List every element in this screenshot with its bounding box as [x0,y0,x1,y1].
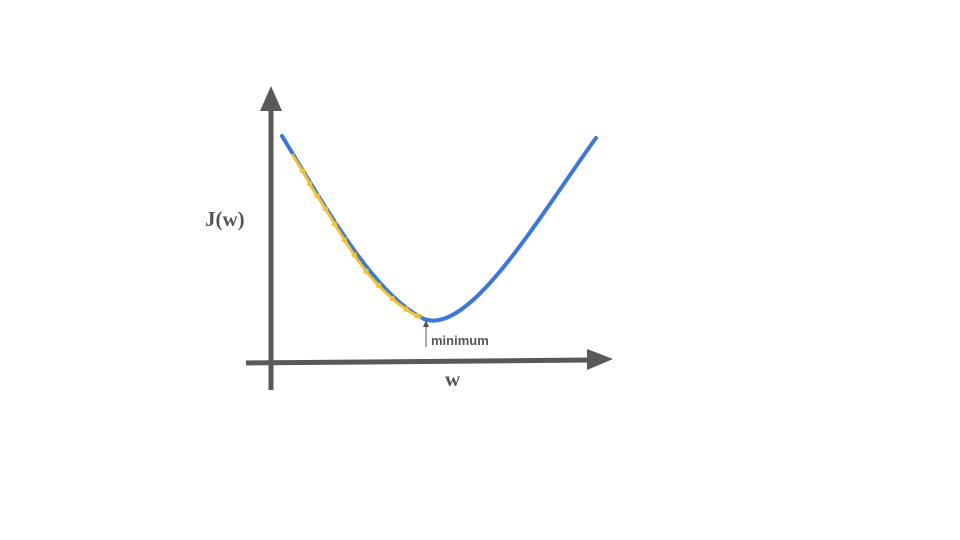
descent-step-arrow [326,212,339,229]
descent-step-arrow [335,227,349,245]
descent-step-arrow [409,310,422,320]
descent-step-arrow [318,199,330,214]
descent-step-arrow [345,243,359,260]
descent-step-arrow [310,187,322,201]
minimum-annotation: minimum [423,320,489,348]
x-axis-label: w [445,367,461,391]
descent-step-arrow [367,273,384,291]
y-axis-label: J(w) [205,207,245,231]
descent-step-arrow [380,287,398,304]
gradient-descent-steps [290,153,422,320]
descent-step-arrow [303,174,314,189]
y-axis [260,86,282,390]
descent-step-arrow [395,300,411,314]
descent-step-arrow [355,258,371,276]
y-axis-arrowhead [260,86,282,111]
descent-step-arrow [290,153,307,176]
cost-curve [280,134,598,323]
minimum-label: minimum [431,333,489,348]
minimum-pointer-arrowhead [423,320,429,327]
x-axis [245,349,613,370]
x-axis-arrowhead [587,349,613,370]
x-axis-line [245,357,591,366]
